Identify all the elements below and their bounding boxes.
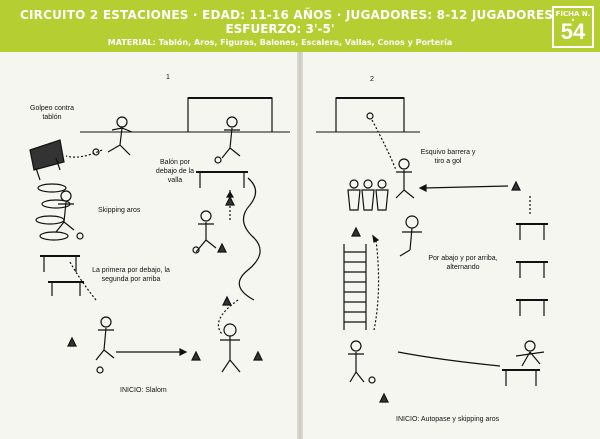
label-balon-valla: Balón por debajo de la valla — [150, 158, 200, 185]
label-golpeo: Golpeo contra tablón — [24, 104, 80, 122]
station-2-number: 2 — [370, 76, 374, 83]
hurdle-icon — [196, 172, 248, 188]
label-por-abajo: Por abajo y por arriba, alternando — [428, 254, 498, 272]
player-goal-icon — [222, 117, 240, 158]
barrier-players-icon — [348, 180, 388, 210]
player-diving-icon — [516, 341, 544, 366]
player-start-icon — [96, 317, 114, 373]
label-primera: La primera por debajo, la segunda por ar… — [88, 266, 174, 284]
player-slalom-icon — [193, 211, 240, 372]
hurdle-pair-icon — [40, 256, 84, 296]
goal-station-1 — [80, 98, 290, 132]
board-icon — [30, 140, 64, 180]
label-skipping: Skipping aros — [98, 206, 158, 215]
player-shooter-icon — [396, 159, 422, 256]
cone-icon-2 — [512, 182, 520, 190]
ladder-icon — [344, 244, 366, 330]
label-esquivo: Esquivo barrera y tiro a gol — [420, 148, 476, 166]
station-1-number: 1 — [166, 74, 170, 81]
player-kicking-icon — [108, 117, 132, 155]
player-start-icon-2 — [348, 341, 375, 383]
inicio-station-1: INICIO: Slalom — [120, 386, 210, 395]
inicio-station-2: INICIO: Autopase y skipping aros — [396, 415, 536, 424]
goal-station-2 — [316, 98, 420, 132]
